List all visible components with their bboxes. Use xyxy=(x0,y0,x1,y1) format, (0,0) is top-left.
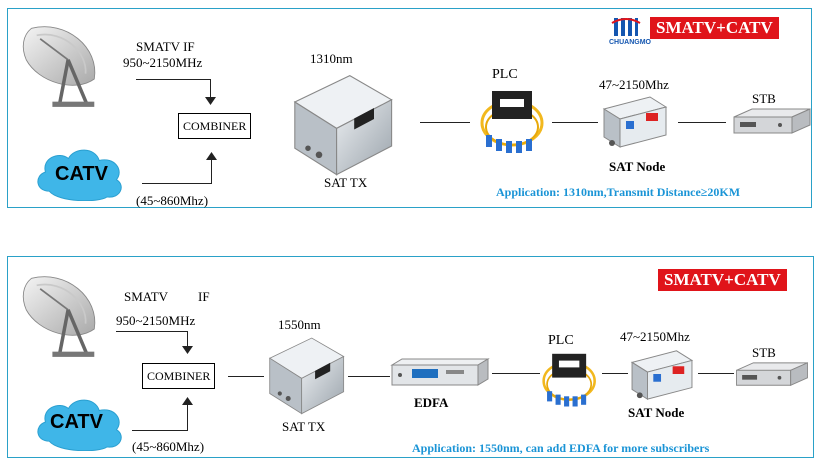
logo-text: CHUANGMO xyxy=(609,39,651,46)
smatv-catv-banner: SMATV+CATV xyxy=(658,269,787,291)
plc-label: PLC xyxy=(548,333,574,348)
if-label: IF xyxy=(198,289,210,304)
smatv-catv-banner: SMATV+CATV xyxy=(650,17,779,39)
satellite-dish-icon xyxy=(14,271,110,359)
application-note: Application: 1310nm,Transmit Distance≥20… xyxy=(496,185,741,199)
node-frequency-label: 47~2150Mhz xyxy=(620,329,690,344)
catv-feed-line xyxy=(132,430,188,431)
smatv-label: SMATV xyxy=(124,289,169,304)
diagram-panel-1550nm: CATV SMATV IF 950~2150MHz COMBINER (45~8… xyxy=(7,256,814,458)
smatv-feed-line xyxy=(136,79,211,80)
line-combiner-tx xyxy=(228,376,264,377)
sat-node-label: SAT Node xyxy=(628,405,685,420)
arrow-up-icon xyxy=(206,152,217,160)
plc-label: PLC xyxy=(492,67,518,82)
stb-label: STB xyxy=(752,91,776,106)
fiber-line-edfa-plc xyxy=(492,373,540,374)
smatv-feed-line xyxy=(116,331,188,332)
edfa-label: EDFA xyxy=(414,395,449,410)
sat-node-device-icon xyxy=(628,345,696,403)
tx-wavelength-label: 1310nm xyxy=(310,51,353,66)
catv-feed-line xyxy=(142,183,212,184)
plc-splitter-icon xyxy=(540,347,600,415)
set-top-box-icon xyxy=(734,361,810,389)
sat-tx-label: SAT TX xyxy=(282,419,326,434)
catv-label: CATV xyxy=(50,411,103,433)
application-note: Application: 1550nm, can add EDFA for mo… xyxy=(412,441,710,455)
plc-splitter-icon xyxy=(478,83,548,163)
smatv-if-label: SMATV IF xyxy=(136,39,195,54)
edfa-device-icon xyxy=(390,357,490,387)
fiber-line-tx-edfa xyxy=(348,376,390,377)
node-frequency-label: 47~2150Mhz xyxy=(599,77,669,92)
sat-tx-device-icon xyxy=(262,333,348,417)
sat-node-device-icon xyxy=(600,91,670,151)
catv-frequency-label: (45~860Mhz) xyxy=(132,439,205,454)
smatv-feed-drop xyxy=(187,331,188,351)
catv-frequency-label: (45~860Mhz) xyxy=(136,193,209,208)
smatv-frequency-label: 950~2150MHz xyxy=(123,55,203,70)
coax-line-node-stb xyxy=(678,122,726,123)
smatv-frequency-label: 950~2150MHz xyxy=(116,313,196,328)
arrow-down-icon xyxy=(205,97,216,105)
arrow-down-icon xyxy=(182,346,193,354)
diagram-panel-1310nm: CATV SMATV IF 950~2150MHz COMBINER (45~8… xyxy=(7,8,812,208)
smatv-feed-drop xyxy=(210,79,211,101)
catv-label: CATV xyxy=(55,163,108,185)
coax-line-node-stb xyxy=(698,373,734,374)
sat-node-label: SAT Node xyxy=(609,159,666,174)
combiner-box: COMBINER xyxy=(178,113,252,139)
sat-tx-label: SAT TX xyxy=(324,175,368,190)
satellite-dish-icon xyxy=(14,21,110,109)
arrow-up-icon xyxy=(182,397,193,405)
tx-wavelength-label: 1550nm xyxy=(278,317,321,332)
set-top-box-icon xyxy=(732,107,812,137)
stb-label: STB xyxy=(752,345,776,360)
sat-tx-device-icon xyxy=(286,69,396,179)
catv-feed-rise xyxy=(211,159,212,184)
fiber-line-tx-plc xyxy=(420,122,470,123)
fiber-line-plc-node xyxy=(552,122,598,123)
combiner-box: COMBINER xyxy=(142,363,216,389)
fiber-line-plc-node xyxy=(602,373,628,374)
catv-feed-rise xyxy=(187,403,188,431)
